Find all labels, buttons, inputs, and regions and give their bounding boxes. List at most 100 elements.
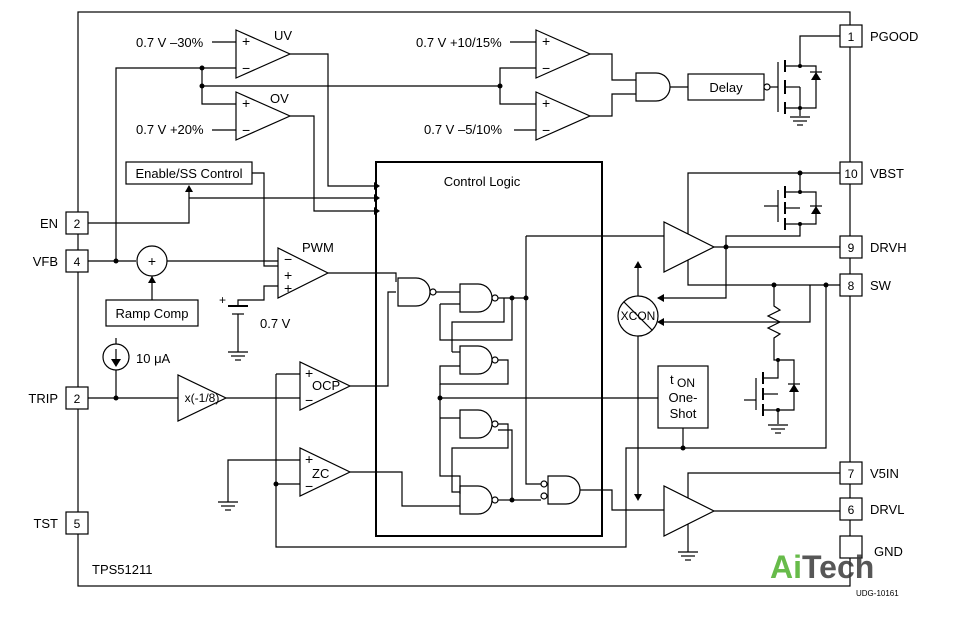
svg-text:+: + [542, 95, 550, 111]
low-side-driver [663, 485, 716, 537]
chip-outline [77, 11, 851, 587]
svg-text:Ramp Comp: Ramp Comp [116, 306, 189, 321]
svg-text:1: 1 [848, 30, 855, 44]
svg-text:DRVH: DRVH [870, 240, 907, 255]
pin-vbst: 10 VBST [839, 161, 904, 185]
svg-text:PWM: PWM [302, 240, 334, 255]
svg-text:4: 4 [74, 255, 81, 269]
figure-id: UDG-10161 [856, 589, 899, 598]
svg-text:OV: OV [270, 91, 289, 106]
svg-text:−: − [542, 60, 550, 76]
uv-ref-label: 0.7 V –30% [136, 35, 204, 50]
pin-tst: 5 TST [33, 511, 89, 535]
ton-oneshot-block: t ON One- Shot [657, 365, 709, 429]
svg-text:V5IN: V5IN [870, 466, 899, 481]
svg-text:Control Logic: Control Logic [444, 174, 521, 189]
svg-text:+: + [305, 365, 313, 381]
zc-comparator: + − ZC [299, 447, 352, 497]
pin-sw: 8 SW [839, 273, 892, 297]
pgood-and-gate [635, 72, 671, 102]
watermark-main-text: Tech [802, 549, 874, 585]
svg-text:+: + [242, 33, 250, 49]
pgood-mosfet [777, 35, 840, 126]
watermark-accent-text: Ai [770, 549, 802, 585]
control-logic-block: Control Logic [375, 161, 603, 537]
svg-text:−: − [305, 478, 313, 494]
svg-text:5: 5 [74, 517, 81, 531]
discharge-mosfet [744, 346, 800, 434]
pin-v5in: 7 V5IN [839, 461, 899, 485]
vbst-mosfet [725, 170, 822, 247]
svg-text:0.7 V: 0.7 V [260, 316, 291, 331]
svg-text:GND: GND [874, 544, 903, 559]
svg-text:8: 8 [848, 279, 855, 293]
svg-text:+: + [284, 280, 292, 296]
svg-text:XCON: XCON [621, 309, 656, 323]
svg-text:−: − [542, 122, 550, 138]
svg-text:2: 2 [74, 392, 81, 406]
ocp-comparator: + − OCP [299, 361, 352, 411]
pin-drvl: 6 DRVL [839, 497, 904, 521]
pgood-high-comparator: + − [535, 29, 592, 79]
current-source: 10 μA [102, 338, 171, 398]
pin-en: 2 EN [40, 211, 89, 235]
svg-text:−: − [284, 251, 292, 267]
svg-text:+: + [305, 451, 313, 467]
aitech-watermark: AiTech [770, 549, 874, 585]
svg-text:9: 9 [848, 241, 855, 255]
svg-text:UV: UV [274, 28, 292, 43]
svg-text:EN: EN [40, 216, 58, 231]
svg-text:VBST: VBST [870, 166, 904, 181]
svg-text:TST: TST [33, 516, 58, 531]
summing-junction: + [136, 245, 168, 277]
svg-text:AiTech: AiTech [770, 549, 874, 585]
pin-gnd: GND [839, 535, 903, 559]
xcon-block: XCON [617, 295, 659, 337]
nand-gate-out [540, 475, 581, 505]
delay-block: Delay [687, 73, 765, 101]
gain-block: x(-1/8) [177, 374, 228, 422]
sw-resistor [766, 285, 782, 346]
pin-vfb: 4 VFB [33, 249, 89, 273]
enable-ss-block: Enable/SS Control [125, 161, 253, 185]
ramp-comp-block: Ramp Comp [105, 299, 199, 327]
svg-text:−: − [242, 122, 250, 138]
svg-text:−: − [305, 392, 313, 408]
nand-gate-pwm [397, 277, 437, 307]
svg-text:t: t [670, 372, 674, 387]
svg-text:SW: SW [870, 278, 892, 293]
svg-text:+: + [219, 293, 226, 307]
svg-text:ON: ON [677, 376, 695, 390]
svg-text:2: 2 [74, 217, 81, 231]
svg-text:7: 7 [848, 467, 855, 481]
ov-comparator: + − OV [235, 91, 292, 141]
svg-text:Enable/SS Control: Enable/SS Control [136, 166, 243, 181]
svg-text:One-: One- [669, 390, 698, 405]
pgood-low-ref-label: 0.7 V –5/10% [424, 122, 502, 137]
svg-text:−: − [242, 60, 250, 76]
svg-text:PGOOD: PGOOD [870, 29, 918, 44]
svg-text:OCP: OCP [312, 378, 340, 393]
pwm-comparator: − + + PWM [277, 240, 334, 299]
svg-text:+: + [148, 253, 156, 269]
pin-trip: 2 TRIP [28, 386, 89, 410]
svg-text:DRVL: DRVL [870, 502, 904, 517]
svg-text:x(-1/8): x(-1/8) [185, 391, 220, 405]
svg-text:10 μA: 10 μA [136, 351, 171, 366]
nand-gate-3 [459, 409, 499, 439]
ov-ref-label: 0.7 V +20% [136, 122, 204, 137]
svg-text:+: + [242, 95, 250, 111]
pin-drvh: 9 DRVH [839, 235, 907, 259]
vref-source: + 0.7 V [219, 285, 291, 361]
svg-text:VFB: VFB [33, 254, 58, 269]
uv-comparator: + − UV [235, 28, 292, 79]
svg-text:6: 6 [848, 503, 855, 517]
svg-text:+: + [284, 267, 292, 283]
svg-text:+: + [542, 33, 550, 49]
svg-text:10: 10 [844, 167, 858, 181]
nand-gate-2 [459, 345, 499, 375]
chip-part-number: TPS51211 [92, 562, 152, 577]
nand-gate-4 [459, 485, 499, 515]
svg-text:ZC: ZC [312, 466, 329, 481]
